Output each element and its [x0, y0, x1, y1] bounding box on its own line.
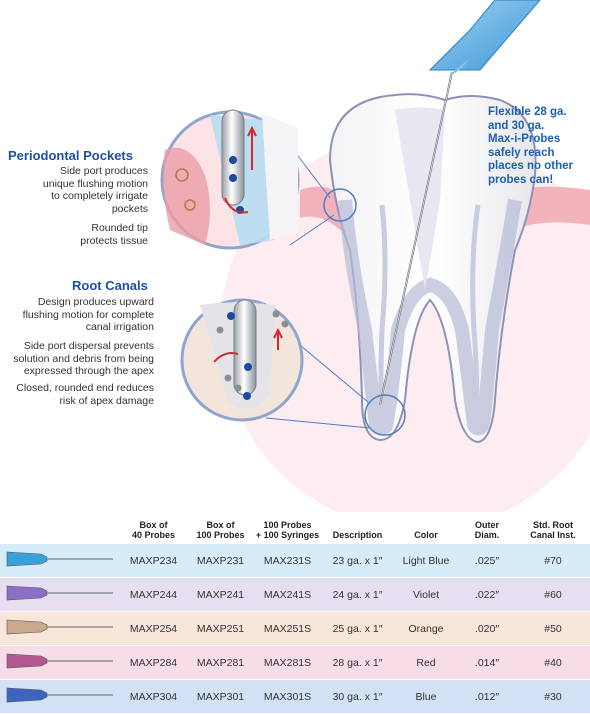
table-cell: Light Blue: [394, 544, 458, 578]
table-cell: #30: [516, 679, 590, 714]
column-header: Outer Diam.: [474, 520, 500, 540]
column-header: Std. Root Canal Inst.: [530, 520, 576, 540]
probe-image: [0, 679, 120, 714]
column-header: Color: [414, 530, 438, 540]
table-cell: MAXP254: [120, 611, 187, 646]
pocket-detail-marker: [323, 188, 357, 222]
table-cell: Orange: [394, 611, 458, 646]
table-cell: Violet: [394, 577, 458, 612]
table-header-row: Box of 40 Probes Box of 100 Probes 100 Pro…: [0, 516, 590, 544]
flexible-probes-callout: Flexible 28 ga. and 30 ga. Max-i-Probes …: [488, 106, 573, 186]
periodontal-magnifier: [160, 109, 300, 250]
column-header: [0, 516, 120, 544]
table-cell: Blue: [394, 679, 458, 714]
column-header: Description: [332, 530, 383, 540]
table-cell: MAXP244: [120, 577, 187, 612]
table-cell: Red: [394, 645, 458, 680]
table-cell: MAXP284: [120, 645, 187, 680]
column-header: 100 Probes + 100 Syringes: [255, 520, 320, 540]
table-cell: MAX251S: [254, 611, 321, 646]
periodontal-note-rounded-tip: Rounded tip protects tissue: [80, 222, 148, 247]
probe-icon: [6, 619, 113, 635]
table-cell: MAXP234: [120, 544, 187, 578]
probe-icon: [6, 585, 113, 601]
probe-image: [0, 645, 120, 680]
root-canal-note-side-port: Side port dispersal prevents solution an…: [13, 340, 154, 377]
table-cell: MAX281S: [254, 645, 321, 680]
apex-detail-marker: [364, 394, 406, 436]
probe-icon: [6, 687, 113, 703]
probe-image: [0, 577, 120, 612]
root-canal-note-closed-end: Closed, rounded end reduces risk of apex…: [16, 382, 154, 407]
tooth-illustration: [160, 0, 590, 512]
probe-needle: [379, 0, 541, 406]
table-cell: .012″: [458, 679, 516, 714]
probe-icon: [6, 653, 113, 669]
periodontal-note-flushing: Side port produces unique flushing motio…: [42, 165, 148, 215]
table-cell: 24 ga. x 1″: [321, 577, 394, 612]
table-cell: #50: [516, 611, 590, 646]
root-canal-note-upward-flushing: Design produces upward flushing motion f…: [22, 296, 154, 333]
table-cell: MAXP241: [187, 577, 254, 612]
product-table: Box of 40 Probes Box of 100 Probes 100 Pro…: [0, 516, 590, 714]
root-canal-magnifier: [180, 298, 304, 422]
table-cell: MAXP304: [120, 679, 187, 714]
table-cell: #70: [516, 544, 590, 578]
table-cell: #60: [516, 577, 590, 612]
table-cell: MAX301S: [254, 679, 321, 714]
table-cell: .014″: [458, 645, 516, 680]
table-cell: .025″: [458, 544, 516, 578]
root-canals-heading: Root Canals: [72, 278, 148, 293]
column-header: Box of 100 Probes: [196, 520, 245, 540]
table-cell: 25 ga. x 1″: [321, 611, 394, 646]
probe-image: [0, 544, 120, 578]
table-cell: 28 ga. x 1″: [321, 645, 394, 680]
probe-icon: [6, 551, 113, 567]
periodontal-pockets-heading: Periodontal Pockets: [8, 148, 133, 163]
table-cell: #40: [516, 645, 590, 680]
table-cell: .020″: [458, 611, 516, 646]
table-cell: MAXP231: [187, 544, 254, 578]
tooth: [328, 93, 537, 444]
table-cell: MAXP251: [187, 611, 254, 646]
table-cell: .022″: [458, 577, 516, 612]
table-cell: MAXP281: [187, 645, 254, 680]
table-cell: MAXP301: [187, 679, 254, 714]
table-cell: MAX241S: [254, 577, 321, 612]
table-cell: 30 ga. x 1″: [321, 679, 394, 714]
table-cell: 23 ga. x 1″: [321, 544, 394, 578]
column-header: Box of 40 Probes: [131, 520, 176, 540]
table-cell: MAX231S: [254, 544, 321, 578]
probe-image: [0, 611, 120, 646]
